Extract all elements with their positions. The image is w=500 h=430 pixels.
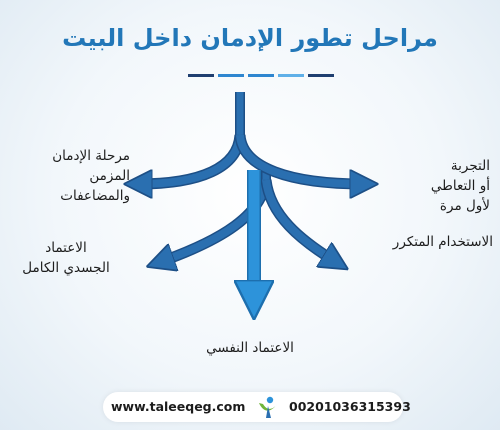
stage-trial-label: التجربة أو التعاطي لأول مرة xyxy=(430,158,490,214)
person-logo-icon xyxy=(259,396,277,418)
contact-footer: www.taleeqeg.com 00201036315393 xyxy=(103,392,411,422)
arrow-repeated xyxy=(262,179,336,262)
arrow-repeated-outline xyxy=(260,179,339,267)
stage-chronic-label: مرحلة الإدمان المزمن والمضاعفات xyxy=(52,148,130,204)
arrow-chronic xyxy=(138,134,244,184)
page-title: مراحل تطور الإدمان داخل البيت xyxy=(62,24,438,52)
stage-psychological-dependence-label: الاعتماد النفسي xyxy=(206,340,294,356)
underline-segment xyxy=(218,74,244,77)
arrow-trial xyxy=(236,134,364,184)
title-underline xyxy=(188,74,334,77)
underline-segment xyxy=(248,74,274,77)
stage-physical-dependence-label: الاعتماد الجسدي الكامل xyxy=(22,240,110,276)
phone-number[interactable]: 00201036315393 xyxy=(289,399,411,414)
underline-segment xyxy=(308,74,334,77)
underline-segment xyxy=(278,74,304,77)
underline-segment xyxy=(188,74,214,77)
website-link[interactable]: www.taleeqeg.com xyxy=(111,399,246,414)
stage-repeated-use-label: الاستخدام المتكرر xyxy=(392,234,493,250)
